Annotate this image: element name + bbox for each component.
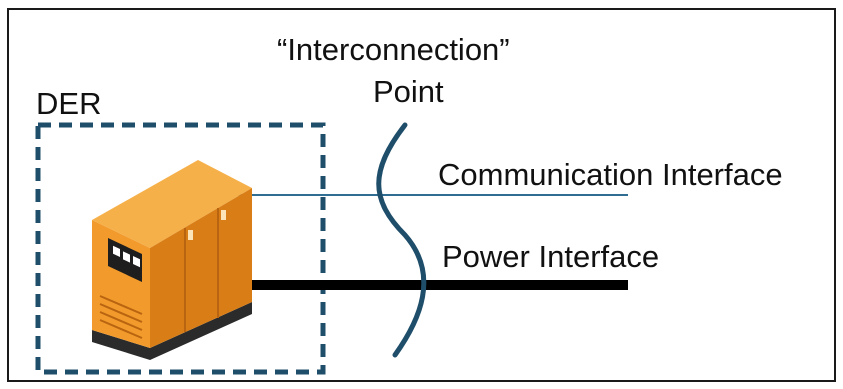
interconnection-point-label-line1: “Interconnection” bbox=[277, 32, 510, 67]
communication-interface-label: Communication Interface bbox=[438, 157, 783, 192]
generator-icon bbox=[92, 160, 252, 360]
der-label: DER bbox=[36, 86, 102, 121]
power-interface-label: Power Interface bbox=[442, 239, 660, 274]
der-boundary bbox=[35, 122, 326, 375]
interconnection-curve bbox=[376, 122, 427, 358]
interconnection-point-label-line2: Point bbox=[373, 74, 444, 109]
diagram-frame bbox=[7, 8, 836, 382]
